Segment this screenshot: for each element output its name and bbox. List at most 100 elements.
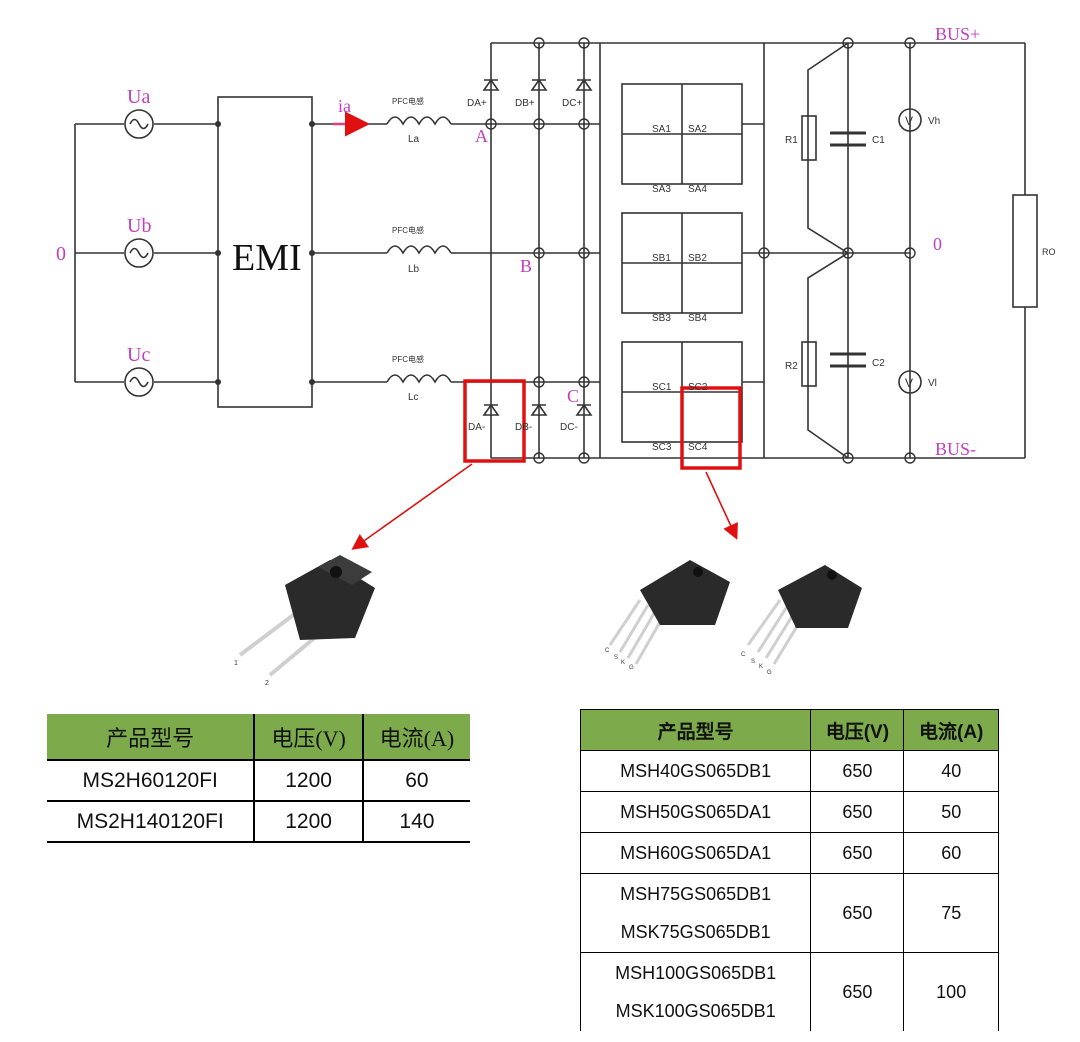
mosfet2-pin-s: S: [751, 659, 755, 665]
neutral-label: 0: [56, 243, 66, 265]
switch-label-sb2: SB2: [688, 253, 707, 264]
switch-label-sa2: SA2: [688, 124, 707, 135]
mosfet1-pin-k: K: [621, 660, 625, 666]
cell-current: 140: [362, 801, 470, 843]
meter-label-vl: Vl: [928, 378, 937, 389]
header-voltage: 电压(V): [810, 709, 905, 751]
header-model: 产品型号: [47, 714, 256, 761]
model-line: MSK100GS065DB1: [615, 1001, 776, 1021]
source-label-ub: Ub: [127, 215, 151, 237]
switch-label-sc3: SC3: [652, 442, 672, 453]
load-label: RO: [1042, 247, 1056, 257]
switch-label-sb4: SB4: [688, 313, 707, 324]
inductor-caption-a: PFC电感: [392, 96, 424, 106]
switch-label-sc2: SC2: [688, 382, 708, 393]
meter-symbol-top: V: [905, 114, 913, 128]
source-label-uc: Uc: [127, 344, 150, 366]
switch-label-sa1: SA1: [652, 124, 671, 135]
switch-label-sc4: SC4: [688, 442, 708, 453]
table-row: MSH40GS065DB1 650 40: [579, 750, 999, 792]
table-header-row: 产品型号 电压(V) 电流(A): [47, 714, 470, 761]
diode-pin-2: 2: [265, 680, 269, 687]
resistor-label-r1: R1: [785, 135, 798, 146]
node-label-c: C: [567, 386, 579, 406]
cell-current: 50: [903, 791, 999, 833]
diode-label-dc-plus: DC+: [562, 98, 582, 109]
ac-source-ua-icon: [124, 109, 154, 139]
header-current: 电流(A): [903, 709, 999, 751]
diode-label-da-minus: DA-: [468, 422, 485, 433]
mosfet-product-table: 产品型号 电压(V) 电流(A) MSH40GS065DB1 650 40 MS…: [579, 709, 999, 1031]
inductor-la: La: [408, 134, 420, 145]
mosfet2-pin-k: K: [759, 664, 763, 670]
cell-model: MSH75GS065DB1 MSK75GS065DB1: [579, 873, 812, 953]
table-row: MSH75GS065DB1 MSK75GS065DB1 650 75: [579, 873, 999, 953]
table-row: MSH50GS065DA1 650 50: [579, 791, 999, 833]
cell-model: MSH60GS065DA1: [579, 832, 812, 874]
cell-voltage: 1200: [254, 801, 364, 843]
table-row: MS2H140120FI 1200 140: [47, 801, 470, 843]
mosfet2-pin-c: C: [741, 652, 746, 658]
diode-label-db-minus: DB-: [515, 422, 532, 433]
switch-label-sb1: SB1: [652, 253, 671, 264]
cell-current: 75: [903, 873, 999, 953]
cell-model: MS2H60120FI: [47, 760, 256, 802]
cell-voltage: 650: [810, 750, 905, 792]
inductor-lc: Lc: [408, 392, 419, 403]
header-model: 产品型号: [579, 709, 812, 751]
ac-source-ub-icon: [124, 238, 154, 268]
header-voltage: 电压(V): [254, 714, 364, 761]
mosfet2-pin-g: G: [767, 670, 772, 676]
cell-model: MSH100GS065DB1 MSK100GS065DB1: [579, 952, 812, 1031]
bus-minus-label: BUS-: [935, 439, 976, 459]
diode-label-dc-minus: DC-: [560, 422, 578, 433]
model-line: MSH100GS065DB1: [615, 963, 777, 983]
table-row: MSH60GS065DA1 650 60: [579, 832, 999, 874]
bus-plus-label: BUS+: [935, 24, 980, 44]
circuit-schematic: Ua Ub Uc 0 ia A B C BUS+ BUS- 0 EMI PFC电…: [56, 24, 1056, 687]
model-line: MSK75GS065DB1: [620, 922, 771, 942]
meter-symbol-bottom: V: [905, 376, 913, 390]
table-row: MS2H60120FI 1200 60: [47, 760, 470, 802]
diode-label-db-plus: DB+: [515, 98, 535, 109]
capacitor-label-c1: C1: [872, 135, 885, 146]
table-header-row: 产品型号 电压(V) 电流(A): [579, 709, 999, 751]
node-label-b: B: [520, 256, 532, 276]
header-current: 电流(A): [362, 714, 470, 761]
cell-current: 60: [903, 832, 999, 874]
mosfet-highlight-box: [680, 386, 742, 470]
capacitor-label-c2: C2: [872, 358, 885, 369]
mosfet-package-2-icon: C S K G: [741, 565, 862, 676]
table-row: MSH100GS065DB1 MSK100GS065DB1 650 100: [579, 952, 999, 1031]
resistor-label-r2: R2: [785, 361, 798, 372]
cell-current: 60: [362, 760, 470, 802]
inductor-caption-b: PFC电感: [392, 225, 424, 235]
inductor-lb: Lb: [408, 264, 420, 275]
node-label-a: A: [475, 126, 488, 146]
switch-label-sa3: SA3: [652, 184, 671, 195]
model-line: MSH75GS065DB1: [620, 884, 772, 904]
cell-voltage: 650: [810, 952, 905, 1031]
cell-model: MS2H140120FI: [47, 801, 256, 843]
diode-label-da-plus: DA+: [467, 98, 487, 109]
cell-model: MSH40GS065DB1: [579, 750, 812, 792]
inductor-caption-c: PFC电感: [392, 354, 424, 364]
diode-pin-1: 1: [234, 660, 238, 667]
meter-label-vh: Vh: [928, 116, 940, 127]
cell-voltage: 650: [810, 832, 905, 874]
mosfet-package-1-icon: C S K G: [605, 560, 730, 671]
mid-label: 0: [933, 234, 942, 254]
cell-voltage: 1200: [254, 760, 364, 802]
diode-highlight-box: [463, 379, 526, 463]
source-label-ua: Ua: [127, 86, 150, 108]
switch-label-sc1: SC1: [652, 382, 672, 393]
cell-model: MSH50GS065DA1: [579, 791, 812, 833]
current-label: ia: [338, 96, 351, 116]
ac-source-uc-icon: [124, 367, 154, 397]
mosfet1-pin-s: S: [614, 655, 618, 661]
cell-current: 100: [903, 952, 999, 1031]
diode-package-icon: 1 2: [234, 555, 375, 687]
mosfet1-pin-g: G: [629, 665, 634, 671]
switch-label-sa4: SA4: [688, 184, 707, 195]
cell-voltage: 650: [810, 873, 905, 953]
